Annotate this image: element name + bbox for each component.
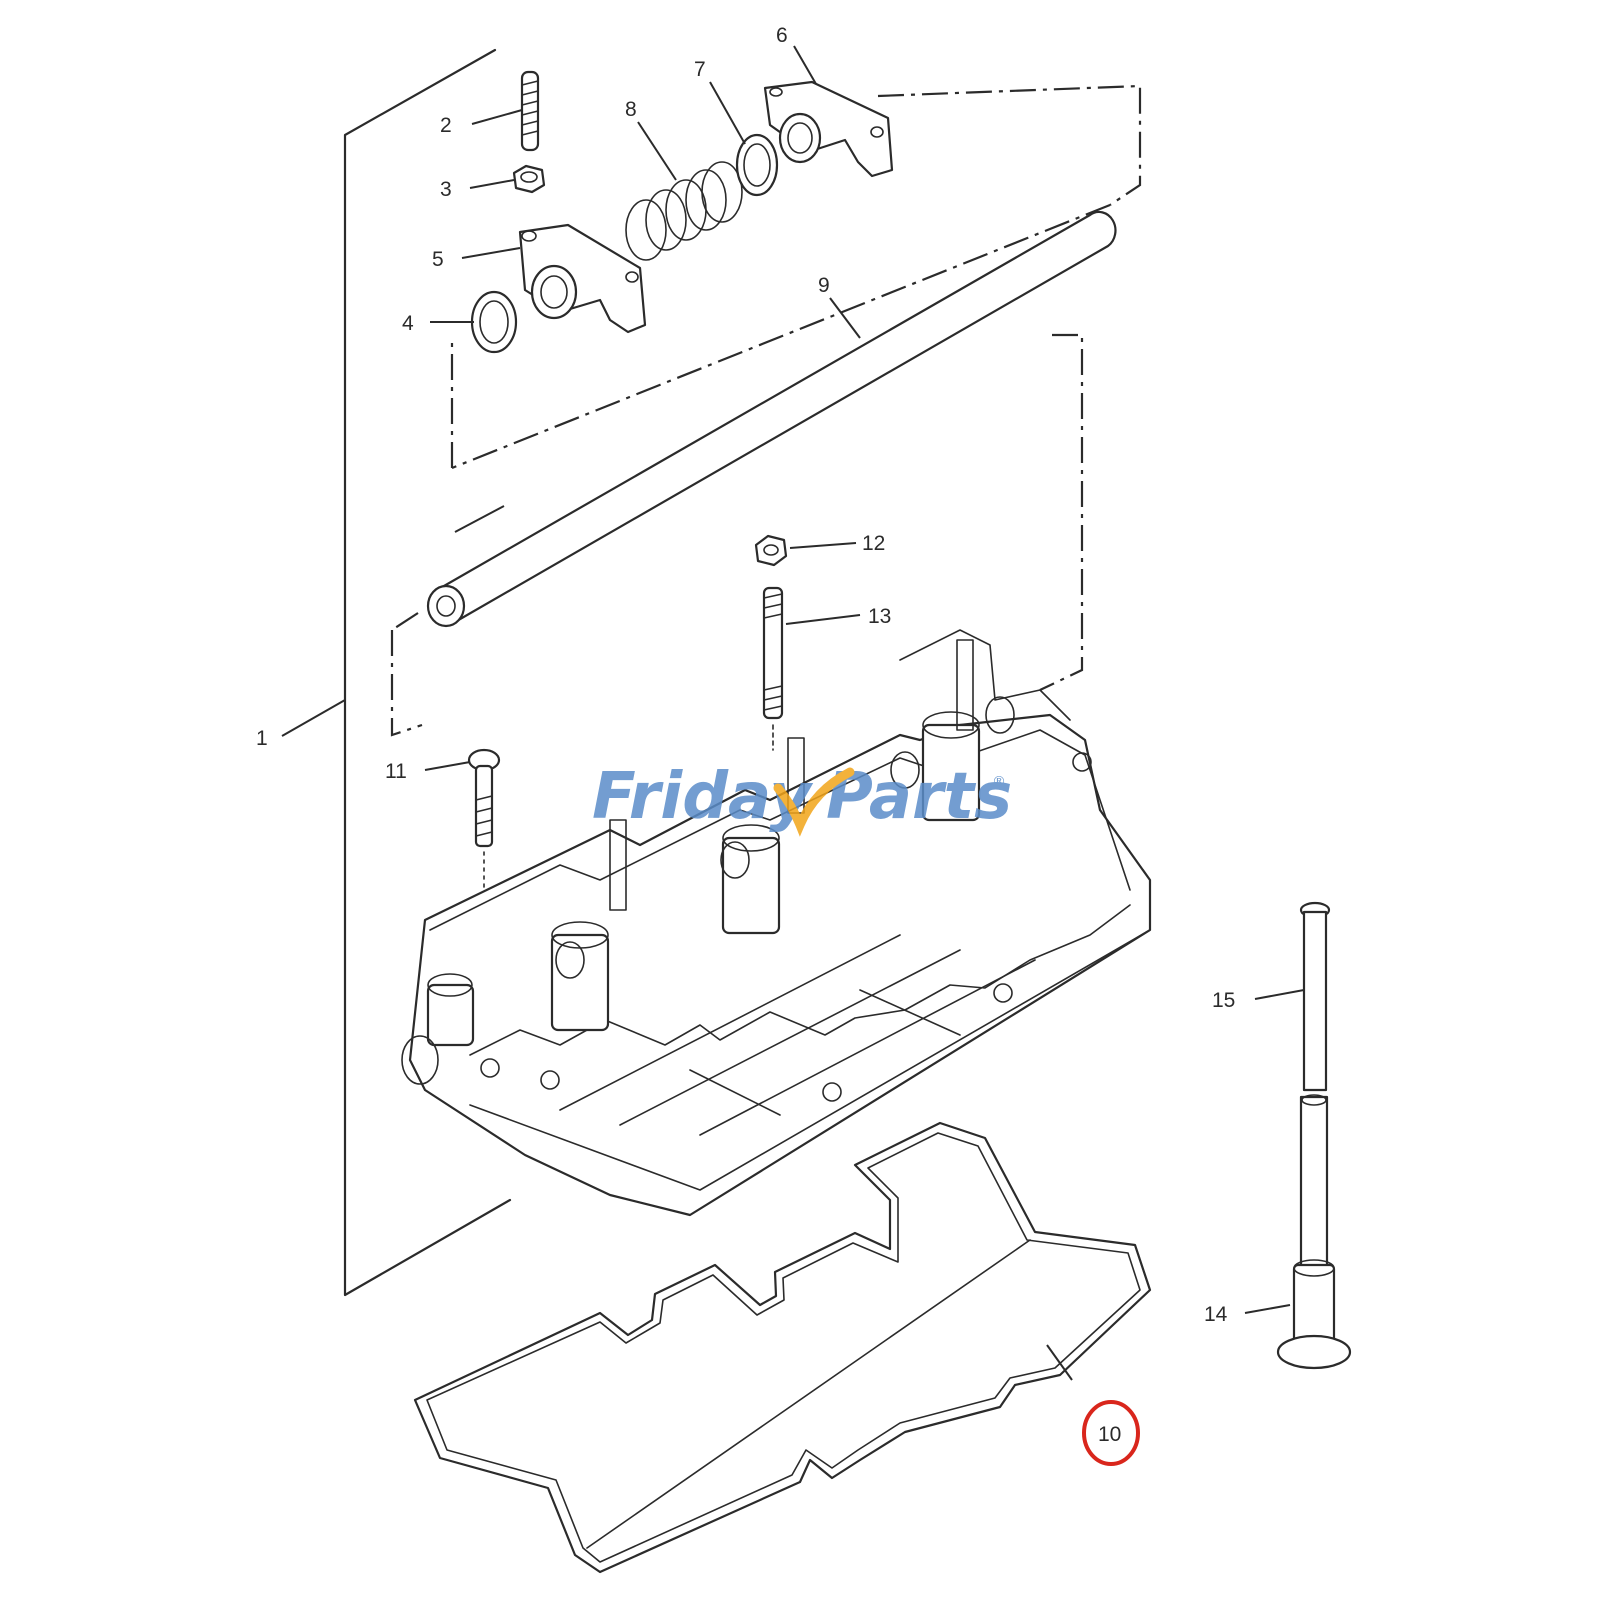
stud [762, 586, 784, 751]
valve-cover-gasket [413, 1121, 1152, 1574]
watermark-text-left: Friday [592, 760, 813, 834]
callout-2: 2 [440, 114, 452, 137]
callout-13: 13 [868, 605, 891, 628]
flange-nut [754, 534, 788, 567]
watermark-text-right: Parts [826, 760, 1012, 834]
callout-5: 5 [432, 248, 444, 271]
watermark-swoosh-icon [773, 767, 855, 837]
callout-10: 10 [1098, 1423, 1121, 1446]
push-rod [1299, 901, 1331, 1269]
watermark-registered-mark: ® [992, 774, 1006, 790]
phantom-frame-upper [450, 84, 1142, 470]
thrust-washer [470, 290, 518, 354]
rocker-arm-left [518, 223, 647, 334]
callout-15: 15 [1212, 989, 1235, 1012]
callout-7: 7 [694, 58, 706, 81]
callout-1: 1 [256, 727, 268, 750]
callout-6: 6 [776, 24, 788, 47]
callout-labels: 1 2 3 4 5 6 7 8 9 10 11 12 13 14 15 [256, 24, 1235, 1446]
adjusting-screw [520, 70, 540, 152]
callout-8: 8 [625, 98, 637, 121]
callout-4: 4 [402, 312, 414, 335]
callout-14: 14 [1204, 1303, 1228, 1326]
rocker-shaft [426, 210, 1117, 628]
lock-nut [512, 164, 546, 194]
highlight-ring [1082, 1400, 1140, 1466]
callout-12: 12 [862, 532, 885, 555]
phantom-frame-lower [390, 333, 1084, 737]
callout-11: 11 [385, 760, 407, 783]
spring-washer [735, 133, 779, 197]
callout-9: 9 [818, 274, 830, 297]
compression-spring [625, 161, 743, 261]
hex-bolt [467, 748, 501, 1056]
assembly-bracket [281, 48, 512, 1297]
leader-lines [424, 45, 1305, 1381]
rocker-arm-right [763, 80, 894, 178]
rocker-housing [401, 629, 1152, 1217]
valve-tappet [1276, 1259, 1352, 1370]
callout-3: 3 [440, 178, 452, 201]
watermark: Friday Parts ® [592, 760, 1012, 837]
